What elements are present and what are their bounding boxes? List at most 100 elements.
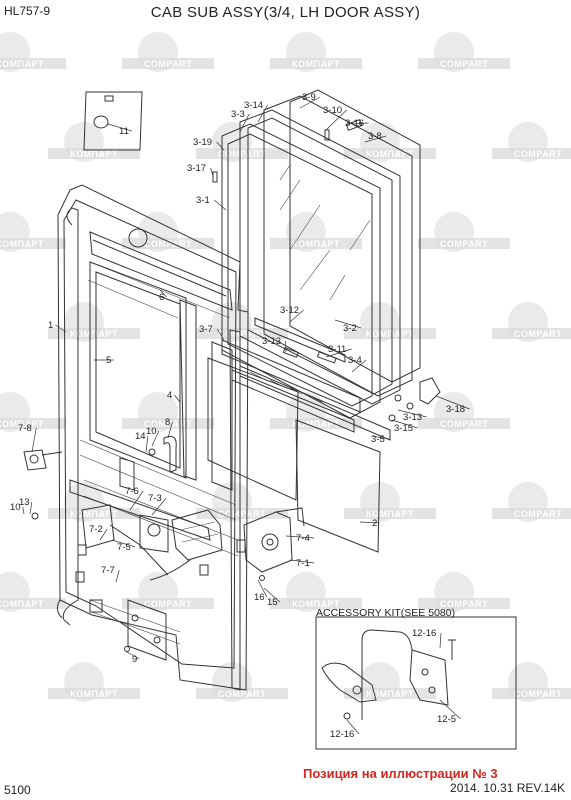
watermark-text: КОМПАРТ — [366, 149, 414, 159]
watermark-tile: COMPART — [196, 662, 288, 702]
watermark-tile: COMPART — [418, 572, 510, 612]
callout-leader — [334, 319, 362, 329]
watermark-text: КОМПАРТ — [366, 509, 414, 519]
accessory-kit-box — [315, 616, 517, 750]
watermark-text: КОМПАРТ — [0, 59, 44, 69]
watermark-tile: COMPART — [492, 122, 571, 162]
callout-3-12: 3-12 — [280, 305, 304, 323]
callout-7-3: 7-3 — [148, 493, 167, 516]
watermark-text: КОМПАРТ — [70, 329, 118, 339]
callout-label: 5 — [106, 355, 111, 366]
watermark-tile: КОМПАРТ — [48, 482, 140, 522]
watermark-tile: КОМПАРТ — [0, 392, 66, 432]
callout-label: 16 — [254, 592, 265, 603]
callout-leader — [325, 109, 347, 131]
watermark-band — [418, 238, 510, 249]
callout-label: 14 — [135, 431, 146, 442]
callout-label: 12-16 — [412, 628, 436, 639]
callout-label: 7-7 — [101, 565, 115, 576]
callout-label: 8 — [165, 417, 170, 428]
callout-leader — [210, 167, 214, 177]
callout-label: 3-8 — [368, 131, 382, 142]
watermark-text: КОМПАРТ — [292, 599, 340, 609]
watermark-band — [0, 598, 66, 609]
callout-7-7: 7-7 — [101, 565, 120, 583]
callout-leader — [364, 135, 387, 143]
callout-leader — [263, 587, 281, 603]
callout-16: 16 — [254, 579, 268, 603]
part-11-box — [83, 91, 143, 151]
callout-leader — [107, 123, 132, 132]
callout-10: 10 — [146, 426, 160, 447]
watermark-text: COMPART — [144, 599, 192, 609]
callout-leader — [99, 528, 108, 541]
watermark-tile: COMPART — [418, 32, 510, 72]
callout-labels: 113-33-143-93-103-163-83-193-173-16153-7… — [10, 92, 470, 740]
watermark-tile: COMPART — [122, 572, 214, 612]
callout-label: 12-16 — [330, 729, 354, 740]
callout-label: 7-8 — [18, 423, 32, 434]
watermark-text: КОМПАРТ — [0, 419, 44, 429]
callout-3-7: 3-7 — [199, 324, 225, 341]
watermark-text: КОМПАРТ — [0, 239, 44, 249]
callout-label: 9 — [132, 654, 137, 665]
watermark-band — [492, 148, 571, 159]
callout-label: 3-11 — [328, 344, 346, 355]
callout-label: 15 — [267, 597, 278, 608]
page-number: 5100 — [4, 783, 31, 797]
watermark-tile: COMPART — [196, 482, 288, 522]
callout-leader — [29, 501, 33, 515]
watermark-band — [48, 148, 140, 159]
callout-3-16: 3-16 — [345, 118, 369, 129]
callout-8: 8 — [165, 417, 173, 439]
window-frame-assembly — [207, 89, 441, 553]
callout-leader — [397, 409, 427, 418]
callout-leader — [239, 113, 250, 133]
watermark-tile: COMPART — [418, 392, 510, 432]
callout-7-1: 7-1 — [289, 558, 315, 569]
callout-leader — [346, 719, 360, 735]
callout-label: 3-16 — [345, 118, 364, 129]
callout-leader — [325, 348, 352, 358]
door-frame — [56, 184, 249, 691]
watermark-band — [418, 598, 510, 609]
watermark-text: COMPART — [514, 509, 562, 519]
watermark-text: КОМПАРТ — [70, 689, 118, 699]
callout-label: 7-2 — [89, 524, 103, 535]
callout-leader — [391, 419, 418, 429]
watermark-band — [122, 418, 214, 429]
position-note: Позиция на иллюстрации № 3 — [303, 766, 498, 781]
callout-leader — [129, 490, 144, 511]
callout-2: 2 — [359, 518, 380, 529]
watermark-band — [270, 58, 362, 69]
callout-label: 6 — [159, 292, 164, 303]
callout-7-6: 7-6 — [125, 486, 144, 511]
watermark-tile: КОМПАРТ — [0, 572, 66, 612]
callout-leader — [126, 651, 140, 660]
watermark-band — [492, 508, 571, 519]
watermark-tile: КОМПАРТ — [0, 212, 66, 252]
watermark-tile: COMPART — [122, 392, 214, 432]
callout-label: 2 — [372, 518, 377, 529]
watermark-tile: COMPART — [492, 482, 571, 522]
callout-12-16: 12-16 — [330, 719, 360, 740]
callout-10: 10 — [10, 502, 25, 515]
watermark-text: КОМПАРТ — [292, 419, 340, 429]
watermark-text: COMPART — [218, 329, 266, 339]
callout-3-8: 3-8 — [364, 131, 387, 143]
callout-3-14: 3-14 — [244, 100, 268, 123]
watermark-tile: COMPART — [492, 662, 571, 702]
watermark-band — [122, 238, 214, 249]
watermark-text: КОМПАРТ — [0, 599, 44, 609]
callout-leader — [299, 96, 321, 109]
callout-leader — [351, 122, 369, 125]
callout-leader — [216, 141, 225, 151]
callout-label: 7-5 — [117, 542, 131, 553]
watermark-text: COMPART — [514, 689, 562, 699]
callout-label: 10 — [146, 426, 157, 437]
watermark-band — [196, 508, 288, 519]
callout-leader — [285, 535, 315, 539]
callout-leader — [289, 309, 304, 323]
callout-12-16: 12-16 — [412, 628, 442, 649]
callout-leader — [351, 359, 367, 373]
